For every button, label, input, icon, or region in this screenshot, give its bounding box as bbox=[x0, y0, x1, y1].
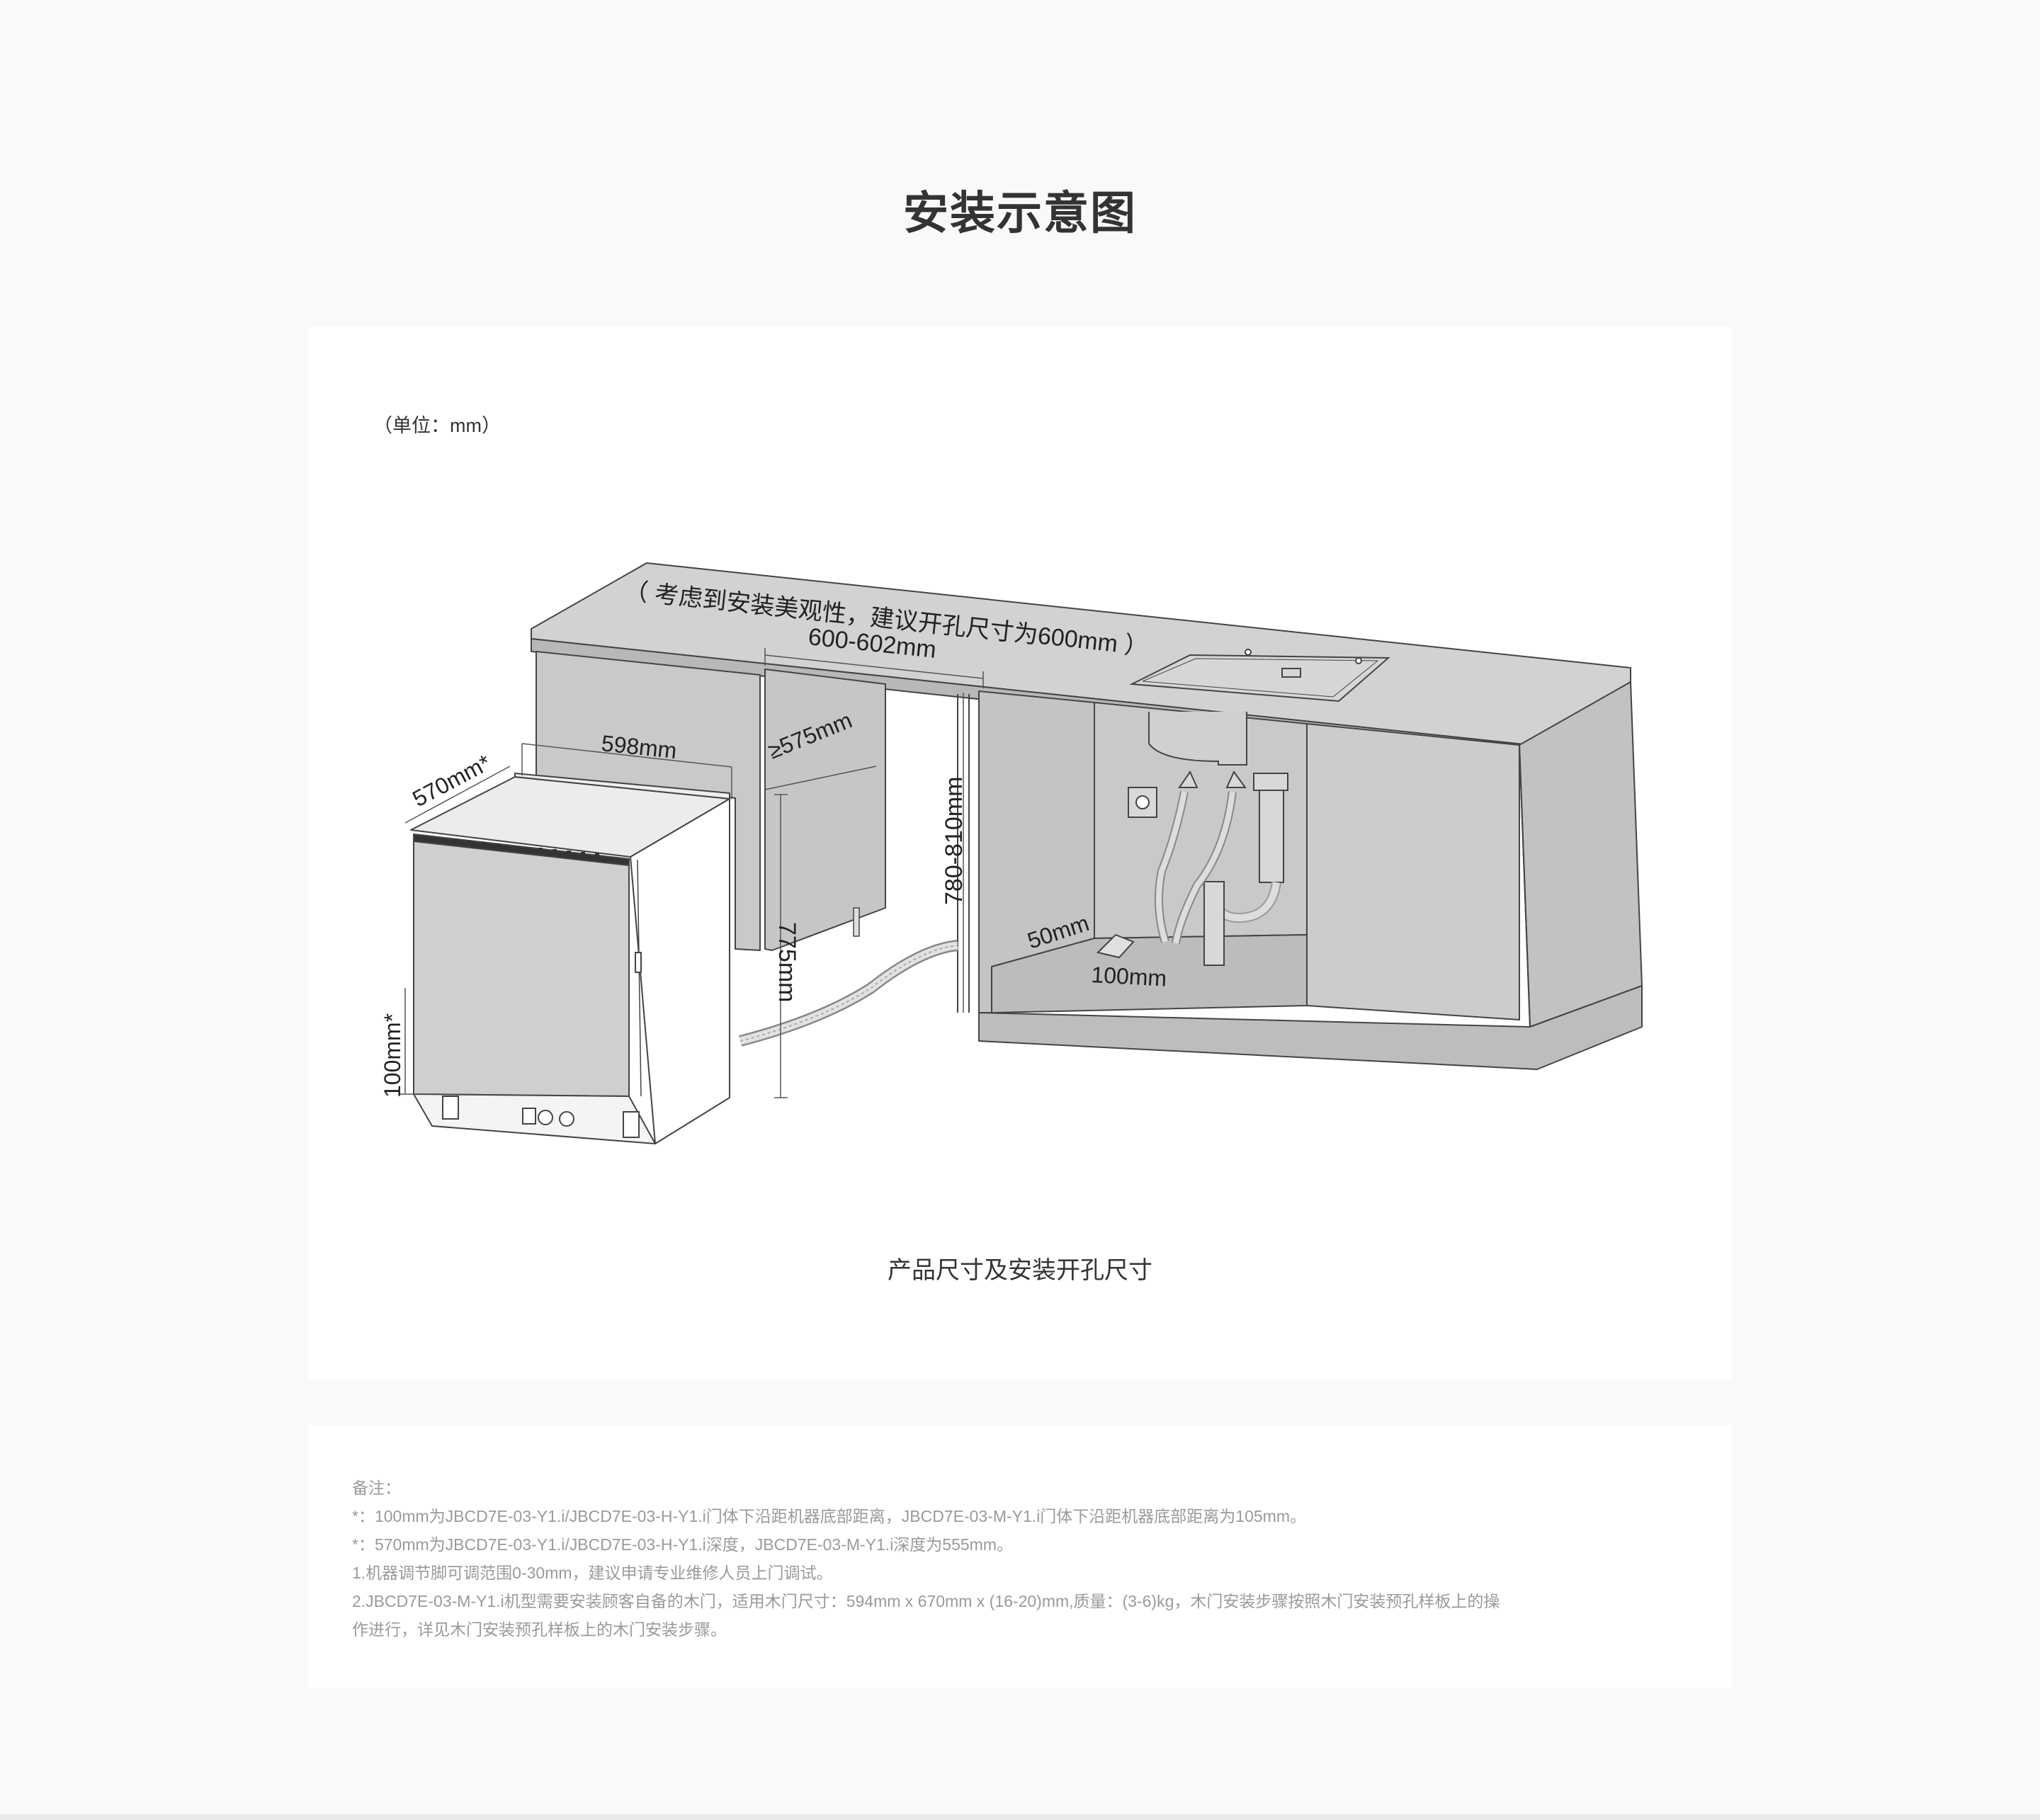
notes-block: 备注： *：100mm为JBCD7E-03-Y1.i/JBCD7E-03-H-Y… bbox=[352, 1474, 1599, 1644]
note-line: *：100mm为JBCD7E-03-Y1.i/JBCD7E-03-H-Y1.i门… bbox=[352, 1507, 1306, 1525]
note-line: 1.机器调节脚可调范围0-30mm，建议申请专业维修人员上门调试。 bbox=[352, 1564, 833, 1582]
dishwasher-panel-dots bbox=[453, 839, 599, 856]
page-title: 安装示意图 bbox=[903, 188, 1137, 239]
left-cabinet bbox=[536, 651, 886, 951]
diagram-card: （单位：mm） bbox=[308, 326, 1732, 1381]
sink-cabinet bbox=[978, 681, 1643, 1070]
hole-marker bbox=[1096, 933, 1135, 959]
note-line: 2.JBCD7E-03-M-Y1.i机型需要安装顾客自备的木门，适用木门尺寸：5… bbox=[352, 1592, 1500, 1610]
unit-label: （单位：mm） bbox=[373, 415, 501, 436]
label-hole-100: 100mm bbox=[1091, 962, 1167, 991]
plumbing bbox=[1128, 770, 1288, 966]
note-line: 作进行，详见木门安装预孔样板上的木门安装步骤。 bbox=[352, 1620, 727, 1639]
drain-hose bbox=[738, 940, 958, 1047]
opening-wall bbox=[957, 694, 970, 1013]
sink bbox=[1129, 649, 1390, 766]
dishwasher-feet bbox=[442, 1096, 640, 1138]
dishwasher bbox=[410, 773, 730, 1144]
notes-card: 备注： *：100mm为JBCD7E-03-Y1.i/JBCD7E-03-H-Y… bbox=[308, 1426, 1732, 1688]
label-opening-height: 780-810mm bbox=[941, 777, 968, 905]
diagram-caption: 产品尺寸及安装开孔尺寸 bbox=[888, 1257, 1152, 1284]
bottom-divider bbox=[0, 1814, 2040, 1820]
dimension-lines bbox=[398, 648, 984, 1098]
note-line: *：570mm为JBCD7E-03-Y1.i/JBCD7E-03-H-Y1.i深… bbox=[352, 1535, 1013, 1554]
label-foot: 100mm* bbox=[380, 1013, 405, 1098]
installation-diagram: （ 考虑到安装美观性，建议开孔尺寸为600mm ） 600-602mm 570m… bbox=[380, 562, 1643, 1144]
notes-heading: 备注： bbox=[352, 1479, 401, 1497]
label-height: 775mm bbox=[774, 922, 800, 1002]
